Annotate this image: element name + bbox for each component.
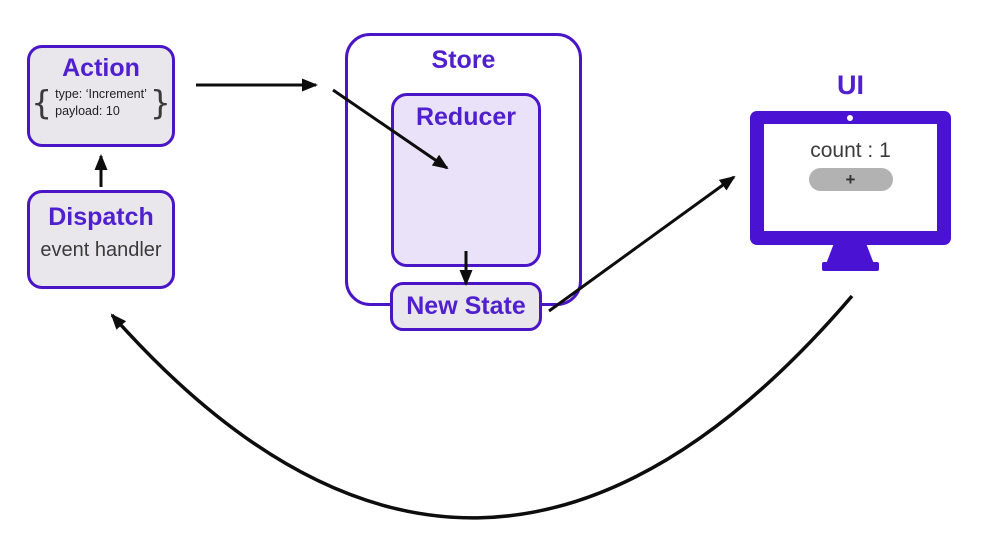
action-node: Action { type: ‘Increment’ payload: 10 } <box>27 45 175 147</box>
new-state-node: New State <box>390 282 542 331</box>
reducer-node: Reducer <box>391 93 541 267</box>
reducer-title: Reducer <box>415 103 517 131</box>
new-state-title: New State <box>406 292 526 320</box>
monitor-screen: count : 1 + <box>764 124 937 231</box>
payload-value-line: payload: 10 <box>55 104 120 118</box>
ui-title: UI <box>837 70 864 100</box>
dispatch-title: Dispatch <box>48 203 154 231</box>
action-payload: { type: ‘Increment’ payload: 10 } <box>30 84 172 122</box>
dispatch-node: Dispatch event handler <box>27 190 175 289</box>
monitor-stand <box>826 244 874 264</box>
open-brace: { <box>31 83 53 122</box>
dispatch-subtitle: event handler <box>40 239 162 261</box>
increment-button: + <box>808 168 893 191</box>
action-payload-lines: type: ‘Increment’ payload: 10 <box>55 86 147 120</box>
monitor-icon: count : 1 + <box>750 111 951 245</box>
store-title: Store <box>431 46 496 74</box>
counter-text: count : 1 <box>810 139 891 162</box>
payload-type-line: type: ‘Increment’ <box>55 87 147 102</box>
monitor-base <box>822 262 879 271</box>
close-brace: } <box>149 83 171 122</box>
action-title: Action <box>62 54 140 82</box>
webcam-dot-icon <box>847 115 853 121</box>
